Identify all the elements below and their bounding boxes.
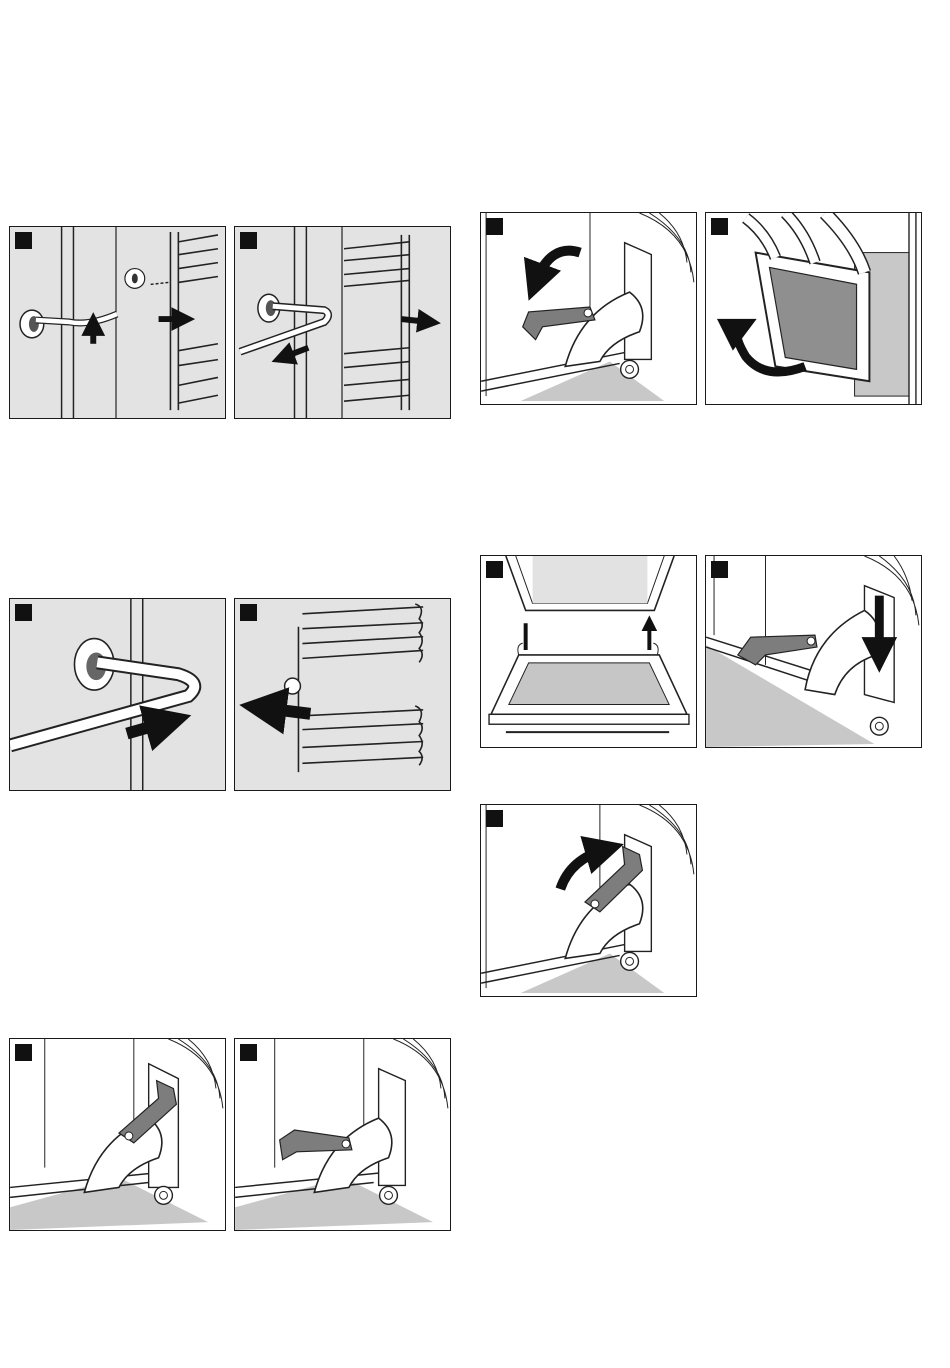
hinge-flip-down-icon bbox=[481, 213, 696, 404]
figure-rail-unhook-front bbox=[9, 226, 226, 419]
step-badge bbox=[486, 218, 503, 235]
step-badge bbox=[240, 1044, 257, 1061]
shelf-rail-push-icon bbox=[235, 599, 450, 790]
shelf-rail-attach-icon bbox=[10, 599, 225, 790]
step-badge bbox=[15, 1044, 32, 1061]
figure-rail-attach-front bbox=[9, 598, 226, 791]
shelf-rail-unhook-icon bbox=[10, 227, 225, 418]
door-lift-out-icon bbox=[706, 213, 921, 404]
figure-hinge-flip-up bbox=[480, 804, 697, 997]
step-badge bbox=[711, 561, 728, 578]
shelf-rail-pull-icon bbox=[235, 227, 450, 418]
figure-hinge-lever-up bbox=[9, 1038, 226, 1231]
step-badge bbox=[486, 810, 503, 827]
step-badge bbox=[15, 604, 32, 621]
door-insert-icon bbox=[481, 556, 696, 747]
hinge-flip-up-icon bbox=[481, 805, 696, 996]
figure-door-insert bbox=[480, 555, 697, 748]
step-badge bbox=[711, 218, 728, 235]
step-badge bbox=[486, 561, 503, 578]
hinge-push-in-icon bbox=[706, 556, 921, 747]
figure-hinge-lever-open bbox=[234, 1038, 451, 1231]
figure-door-remove bbox=[705, 212, 922, 405]
hinge-lever-open-icon bbox=[235, 1039, 450, 1230]
figure-hinge-push-in bbox=[705, 555, 922, 748]
figure-rail-unhook-rear bbox=[234, 226, 451, 419]
step-badge bbox=[15, 232, 32, 249]
hinge-lever-closed-icon bbox=[10, 1039, 225, 1230]
figure-rail-attach-rear bbox=[234, 598, 451, 791]
figure-hinge-flip-down bbox=[480, 212, 697, 405]
step-badge bbox=[240, 604, 257, 621]
step-badge bbox=[240, 232, 257, 249]
